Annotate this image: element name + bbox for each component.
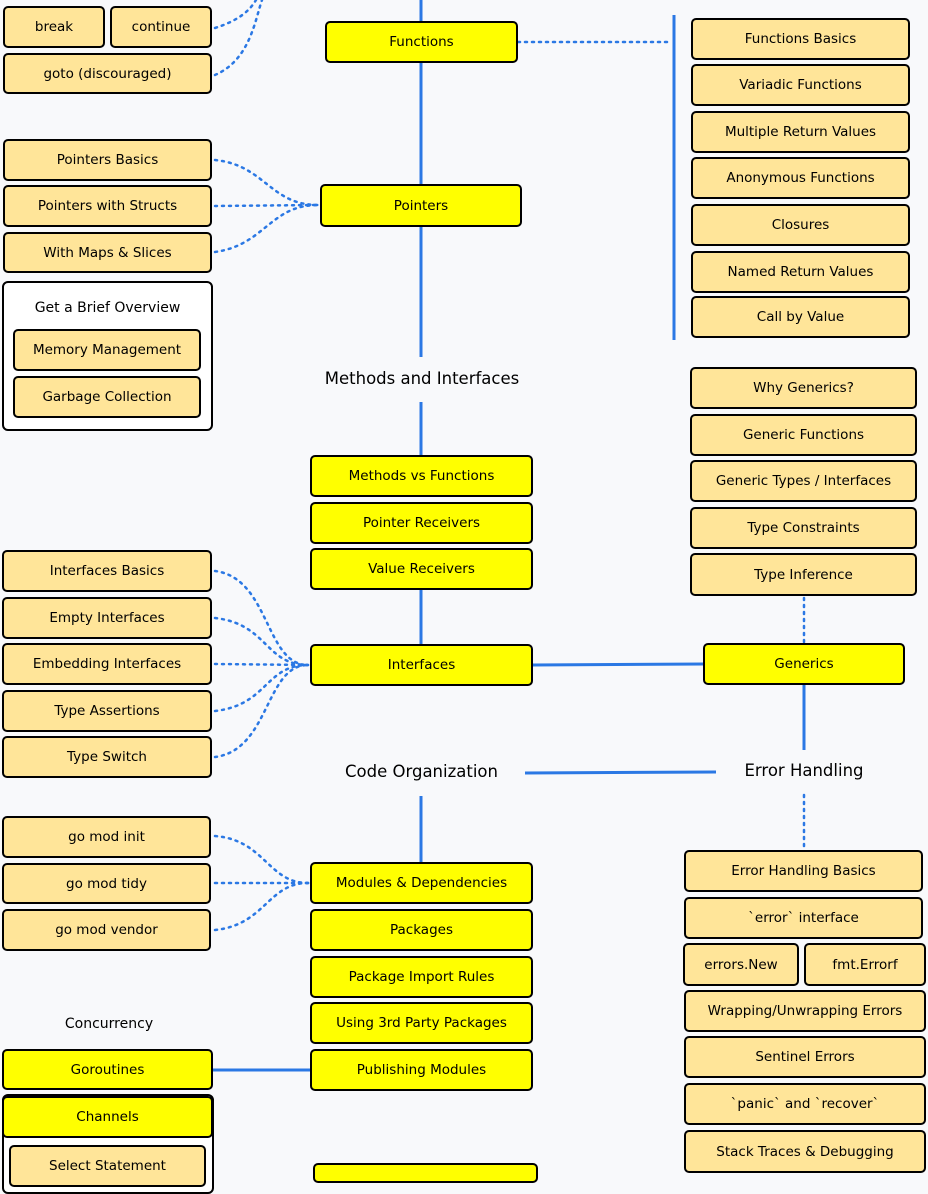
node-pointer-receivers[interactable]: Pointer Receivers <box>310 502 533 544</box>
node-call-by-value[interactable]: Call by Value <box>691 296 910 338</box>
node-pointers-with-structs[interactable]: Pointers with Structs <box>3 185 212 227</box>
node-go-mod-vendor[interactable]: go mod vendor <box>2 909 211 951</box>
interfaces-generics <box>532 662 705 667</box>
node-fmt-errorf[interactable]: fmt.Errorf <box>804 943 926 986</box>
node-multiple-return-values[interactable]: Multiple Return Values <box>691 111 910 153</box>
connector-lines <box>213 0 806 1072</box>
node-select-statement[interactable]: Select Statement <box>9 1145 206 1187</box>
node-interfaces[interactable]: Interfaces <box>310 644 533 686</box>
node-packages[interactable]: Packages <box>310 909 533 951</box>
label-code-organization: Code Organization <box>345 762 498 781</box>
node-stack-traces-debugging[interactable]: Stack Traces & Debugging <box>684 1130 926 1173</box>
node-interfaces-basics[interactable]: Interfaces Basics <box>2 550 212 592</box>
node-generics[interactable]: Generics <box>703 643 905 685</box>
node-why-generics[interactable]: Why Generics? <box>690 367 917 409</box>
node-type-switch[interactable]: Type Switch <box>2 736 212 778</box>
node-type-inference[interactable]: Type Inference <box>690 553 917 596</box>
node-continue[interactable]: continue <box>110 6 212 48</box>
truncated-node-bottom <box>313 1163 538 1183</box>
node-methods-vs-functions[interactable]: Methods vs Functions <box>310 455 533 497</box>
node-panic-and-recover[interactable]: `panic` and `recover` <box>684 1083 926 1125</box>
node-goto[interactable]: goto (discouraged) <box>3 53 212 94</box>
node-named-return-values[interactable]: Named Return Values <box>691 251 910 293</box>
node-package-import-rules[interactable]: Package Import Rules <box>310 956 533 998</box>
node-functions[interactable]: Functions <box>325 21 518 63</box>
node-errors-new[interactable]: errors.New <box>683 943 799 986</box>
node-pointers[interactable]: Pointers <box>320 184 522 227</box>
node-modules-dependencies[interactable]: Modules & Dependencies <box>310 862 533 904</box>
node-error-handling-basics[interactable]: Error Handling Basics <box>684 850 923 892</box>
node-value-receivers[interactable]: Value Receivers <box>310 548 533 590</box>
node-with-maps-slices[interactable]: With Maps & Slices <box>3 232 212 273</box>
node-generic-functions[interactable]: Generic Functions <box>690 414 917 456</box>
solid-connectors <box>213 0 806 1072</box>
overview-title: Get a Brief Overview <box>34 300 181 316</box>
node-break[interactable]: break <box>3 6 105 48</box>
label-error-handling: Error Handling <box>744 761 864 780</box>
label-methods-and-interfaces: Methods and Interfaces <box>324 369 520 388</box>
node-embedding-interfaces[interactable]: Embedding Interfaces <box>2 643 212 685</box>
node-functions-basics[interactable]: Functions Basics <box>691 18 910 60</box>
node-garbage-collection[interactable]: Garbage Collection <box>13 376 201 418</box>
node-goroutines[interactable]: Goroutines <box>2 1049 213 1090</box>
dotted-connectors <box>213 0 806 932</box>
error-handling-code-org <box>524 770 717 775</box>
node-anonymous-functions[interactable]: Anonymous Functions <box>691 157 910 199</box>
node-sentinel-errors[interactable]: Sentinel Errors <box>684 1036 926 1078</box>
node-generic-types-interfaces[interactable]: Generic Types / Interfaces <box>690 460 917 502</box>
node-pointers-basics[interactable]: Pointers Basics <box>3 139 212 181</box>
node-using-3rd-party-packages[interactable]: Using 3rd Party Packages <box>310 1002 533 1044</box>
node-type-constraints[interactable]: Type Constraints <box>690 507 917 549</box>
node-variadic-functions[interactable]: Variadic Functions <box>691 64 910 106</box>
node-go-mod-init[interactable]: go mod init <box>2 816 211 858</box>
node-type-assertions[interactable]: Type Assertions <box>2 690 212 732</box>
node-channels[interactable]: Channels <box>2 1096 213 1138</box>
node-empty-interfaces[interactable]: Empty Interfaces <box>2 597 212 639</box>
node-error-interface[interactable]: `error` interface <box>684 897 923 939</box>
node-closures[interactable]: Closures <box>691 204 910 246</box>
node-wrapping-unwrapping-errors[interactable]: Wrapping/Unwrapping Errors <box>684 990 926 1032</box>
node-go-mod-tidy[interactable]: go mod tidy <box>2 863 211 904</box>
node-publishing-modules[interactable]: Publishing Modules <box>310 1049 533 1091</box>
node-memory-management[interactable]: Memory Management <box>13 329 201 371</box>
label-concurrency: Concurrency <box>64 1016 154 1032</box>
